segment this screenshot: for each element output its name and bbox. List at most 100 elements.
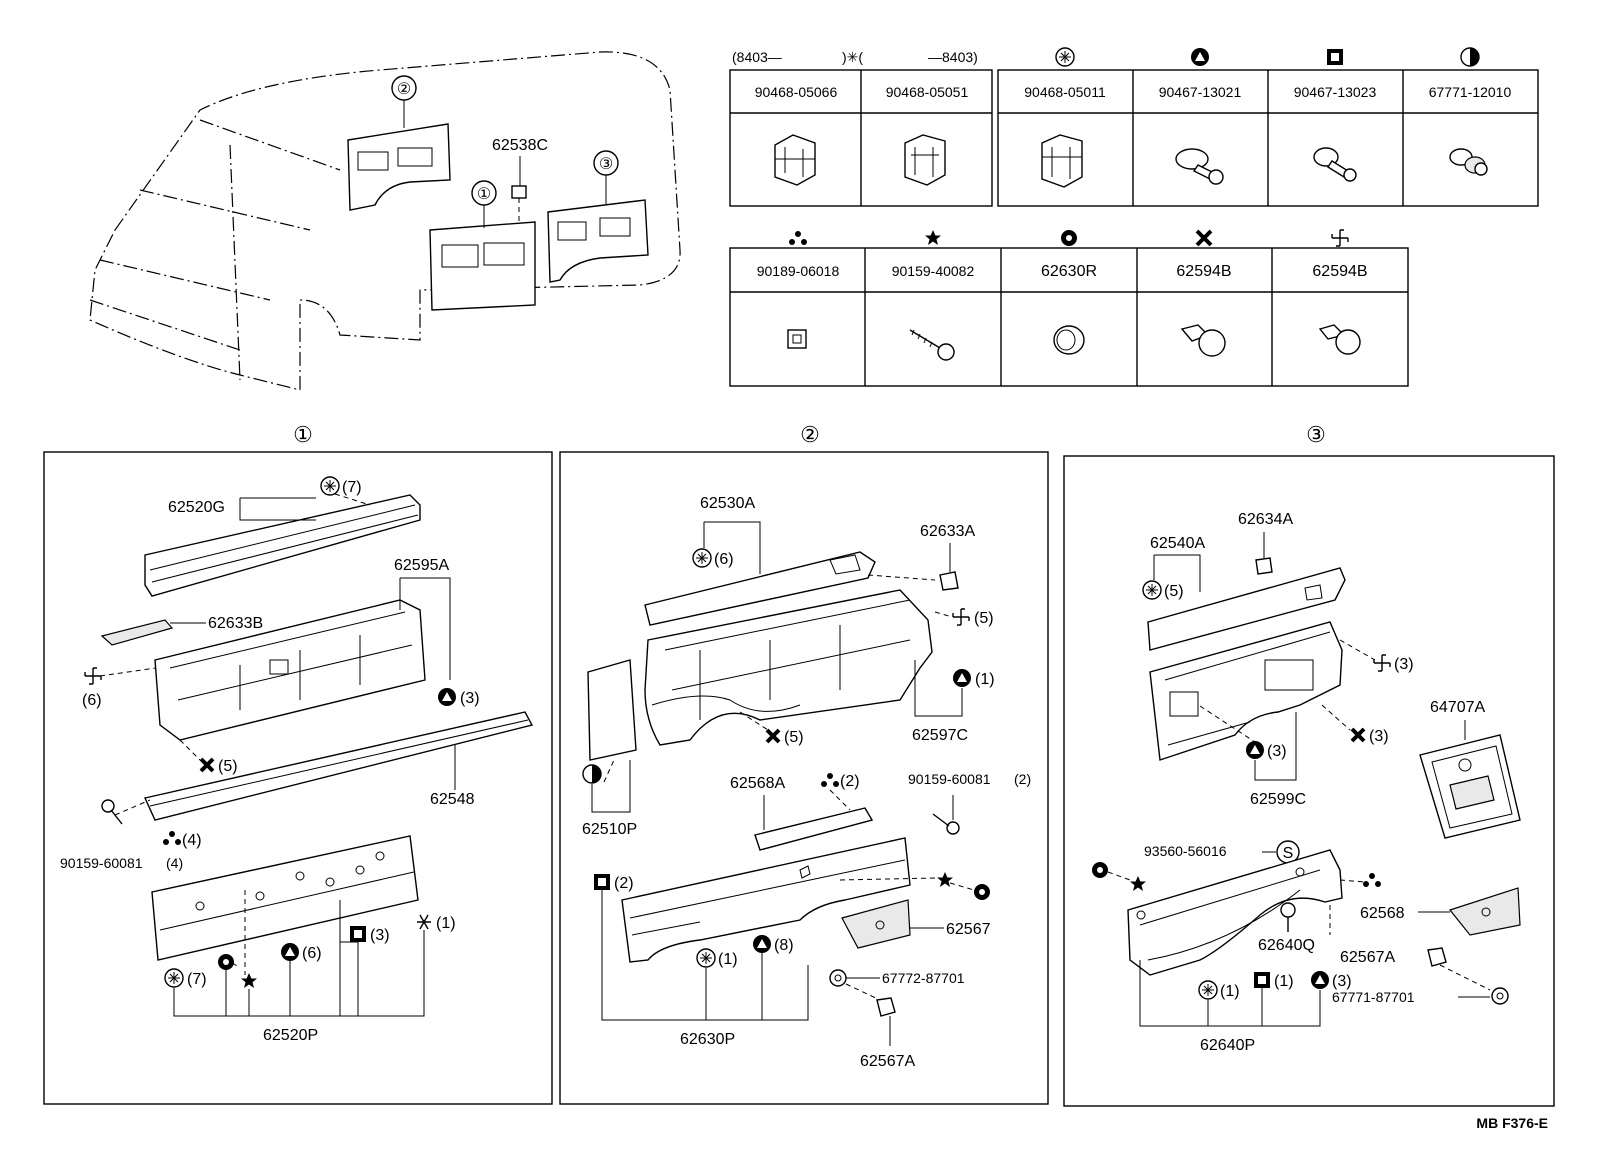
part-62520P xyxy=(151,835,419,961)
s-mark: S xyxy=(1283,845,1294,862)
label-62568: 62568 xyxy=(1360,905,1405,922)
overview-panel-2 xyxy=(347,123,451,211)
part-62530A xyxy=(644,551,876,626)
three-dots-icon xyxy=(789,231,807,245)
label-62567A-p2: 62567A xyxy=(860,1053,915,1070)
panel-3: ③ 62540A (5) 62634A (3) (3) ( xyxy=(1063,422,1555,1107)
qty-cross-5: (5) xyxy=(218,758,238,775)
qty-triangle-3: (3) xyxy=(1267,743,1287,760)
cross-icon xyxy=(1195,229,1213,247)
half-circle-icon xyxy=(1460,47,1480,67)
drawing-code: MB F376-E xyxy=(1476,1115,1548,1131)
label-62597C: 62597C xyxy=(912,727,968,744)
label-67771-87701: 67771-87701 xyxy=(1332,989,1415,1005)
label-62520G: 62520G xyxy=(168,499,225,516)
three-dots-icon xyxy=(821,773,839,787)
label-64707A: 64707A xyxy=(1430,699,1485,716)
ring-icon xyxy=(218,954,234,970)
pinwheel-icon xyxy=(952,608,970,626)
label-62568A: 62568A xyxy=(730,775,785,792)
clip-icon xyxy=(1041,134,1083,188)
square-circle-icon xyxy=(1327,49,1343,65)
label-67772-87701: 67772-87701 xyxy=(882,970,965,986)
asterisk-circle-icon xyxy=(1055,47,1075,67)
label-62599C: 62599C xyxy=(1250,791,1306,808)
label-62540A: 62540A xyxy=(1150,535,1205,552)
grommet-icon xyxy=(829,969,847,987)
label-90159-60081-p2: 90159-60081 xyxy=(908,771,991,787)
label-62630P: 62630P xyxy=(680,1031,735,1048)
three-dots-icon xyxy=(1363,873,1381,887)
overview-clip-62538C xyxy=(511,185,527,199)
star-icon xyxy=(241,973,257,988)
pinwheel-icon xyxy=(1373,654,1391,672)
part-62599C xyxy=(1149,621,1343,761)
label-62633B: 62633B xyxy=(208,615,263,632)
ring-icon xyxy=(1061,230,1077,246)
part-62634A xyxy=(1255,557,1273,575)
overview-callout-1: ① xyxy=(477,186,491,203)
part-62640P xyxy=(1127,849,1343,976)
legend-part-6: 67771-12010 xyxy=(1429,84,1512,100)
triangle-circle-icon xyxy=(753,935,771,953)
triangle-circle-icon xyxy=(953,669,971,687)
qty-pinwheel-6: (6) xyxy=(82,692,102,709)
triangle-circle-icon xyxy=(1191,48,1209,66)
overview-panel-1 xyxy=(429,221,536,311)
legend2-part-2: 90159-40082 xyxy=(892,263,975,279)
panel1-title: ① xyxy=(293,422,313,447)
overview-callout-2: ② xyxy=(397,81,411,98)
legend-date-mid: )✳( xyxy=(842,49,863,65)
overview-callout-3: ③ xyxy=(599,156,613,173)
clip-b-icon xyxy=(1318,324,1361,355)
legend-part-3: 90468-05011 xyxy=(1024,84,1106,100)
legend-date-right: —8403) xyxy=(928,49,978,65)
label-62520P: 62520P xyxy=(263,1027,318,1044)
qty-62520G: (7) xyxy=(342,479,362,496)
star-icon xyxy=(925,230,941,245)
qty-square-2: (2) xyxy=(614,875,634,892)
triangle-circle-icon xyxy=(438,688,456,706)
legend-part-4: 90467-13021 xyxy=(1159,84,1242,100)
part-62595A xyxy=(154,599,426,741)
cap-icon xyxy=(1053,325,1085,355)
legend2-part-4: 62594B xyxy=(1176,263,1231,280)
asterisk-clip-icon xyxy=(417,914,431,930)
asterisk-circle-icon xyxy=(1142,580,1162,600)
legend-part-1: 90468-05066 xyxy=(755,84,838,100)
asterisk-circle-icon xyxy=(692,548,712,568)
asterisk-circle-icon xyxy=(696,948,716,968)
square-circle-icon xyxy=(594,874,610,890)
part-62568 xyxy=(1448,887,1521,936)
label-93560-56016: 93560-56016 xyxy=(1144,843,1227,859)
pinwheel-icon xyxy=(84,667,102,685)
half-circle-icon xyxy=(582,764,602,784)
label-62640P: 62640P xyxy=(1200,1037,1255,1054)
label-62567A-p3: 62567A xyxy=(1340,949,1395,966)
bolt-icon xyxy=(932,813,960,835)
label-62633A: 62633A xyxy=(920,523,975,540)
panel-2: ② 62530A (6) 62633A 62510P (5) xyxy=(559,422,1049,1105)
qty-square-1: (1) xyxy=(1274,973,1294,990)
legend2-part-1: 90189-06018 xyxy=(757,263,840,279)
vehicle-overview: ② ① ③ 62538C xyxy=(89,51,681,391)
label-62510P: 62510P xyxy=(582,821,637,838)
panel3-title: ③ xyxy=(1306,422,1326,447)
cross-icon xyxy=(199,757,215,773)
panel-1: ① 62520G (7) 62633B 62595A (6) (3) xyxy=(43,422,553,1105)
qty-dots-4: (4) xyxy=(182,832,202,849)
legend-part-2: 90468-05051 xyxy=(886,84,969,100)
legend-date-left: (8403— xyxy=(732,49,782,65)
clip-icon xyxy=(1427,947,1447,967)
qty-dots-2: (2) xyxy=(840,773,860,790)
label-62595A: 62595A xyxy=(394,557,449,574)
part-62540A xyxy=(1147,567,1346,651)
part-62597C xyxy=(644,589,933,746)
part-62633B xyxy=(100,619,174,646)
clip-icon xyxy=(904,134,946,186)
qty-asterisk-1-p3: (1) xyxy=(1220,983,1240,1000)
legend2-part-5: 62594B xyxy=(1312,263,1367,280)
part-62630P xyxy=(621,837,911,963)
qty-asterisk-1: (1) xyxy=(718,951,738,968)
